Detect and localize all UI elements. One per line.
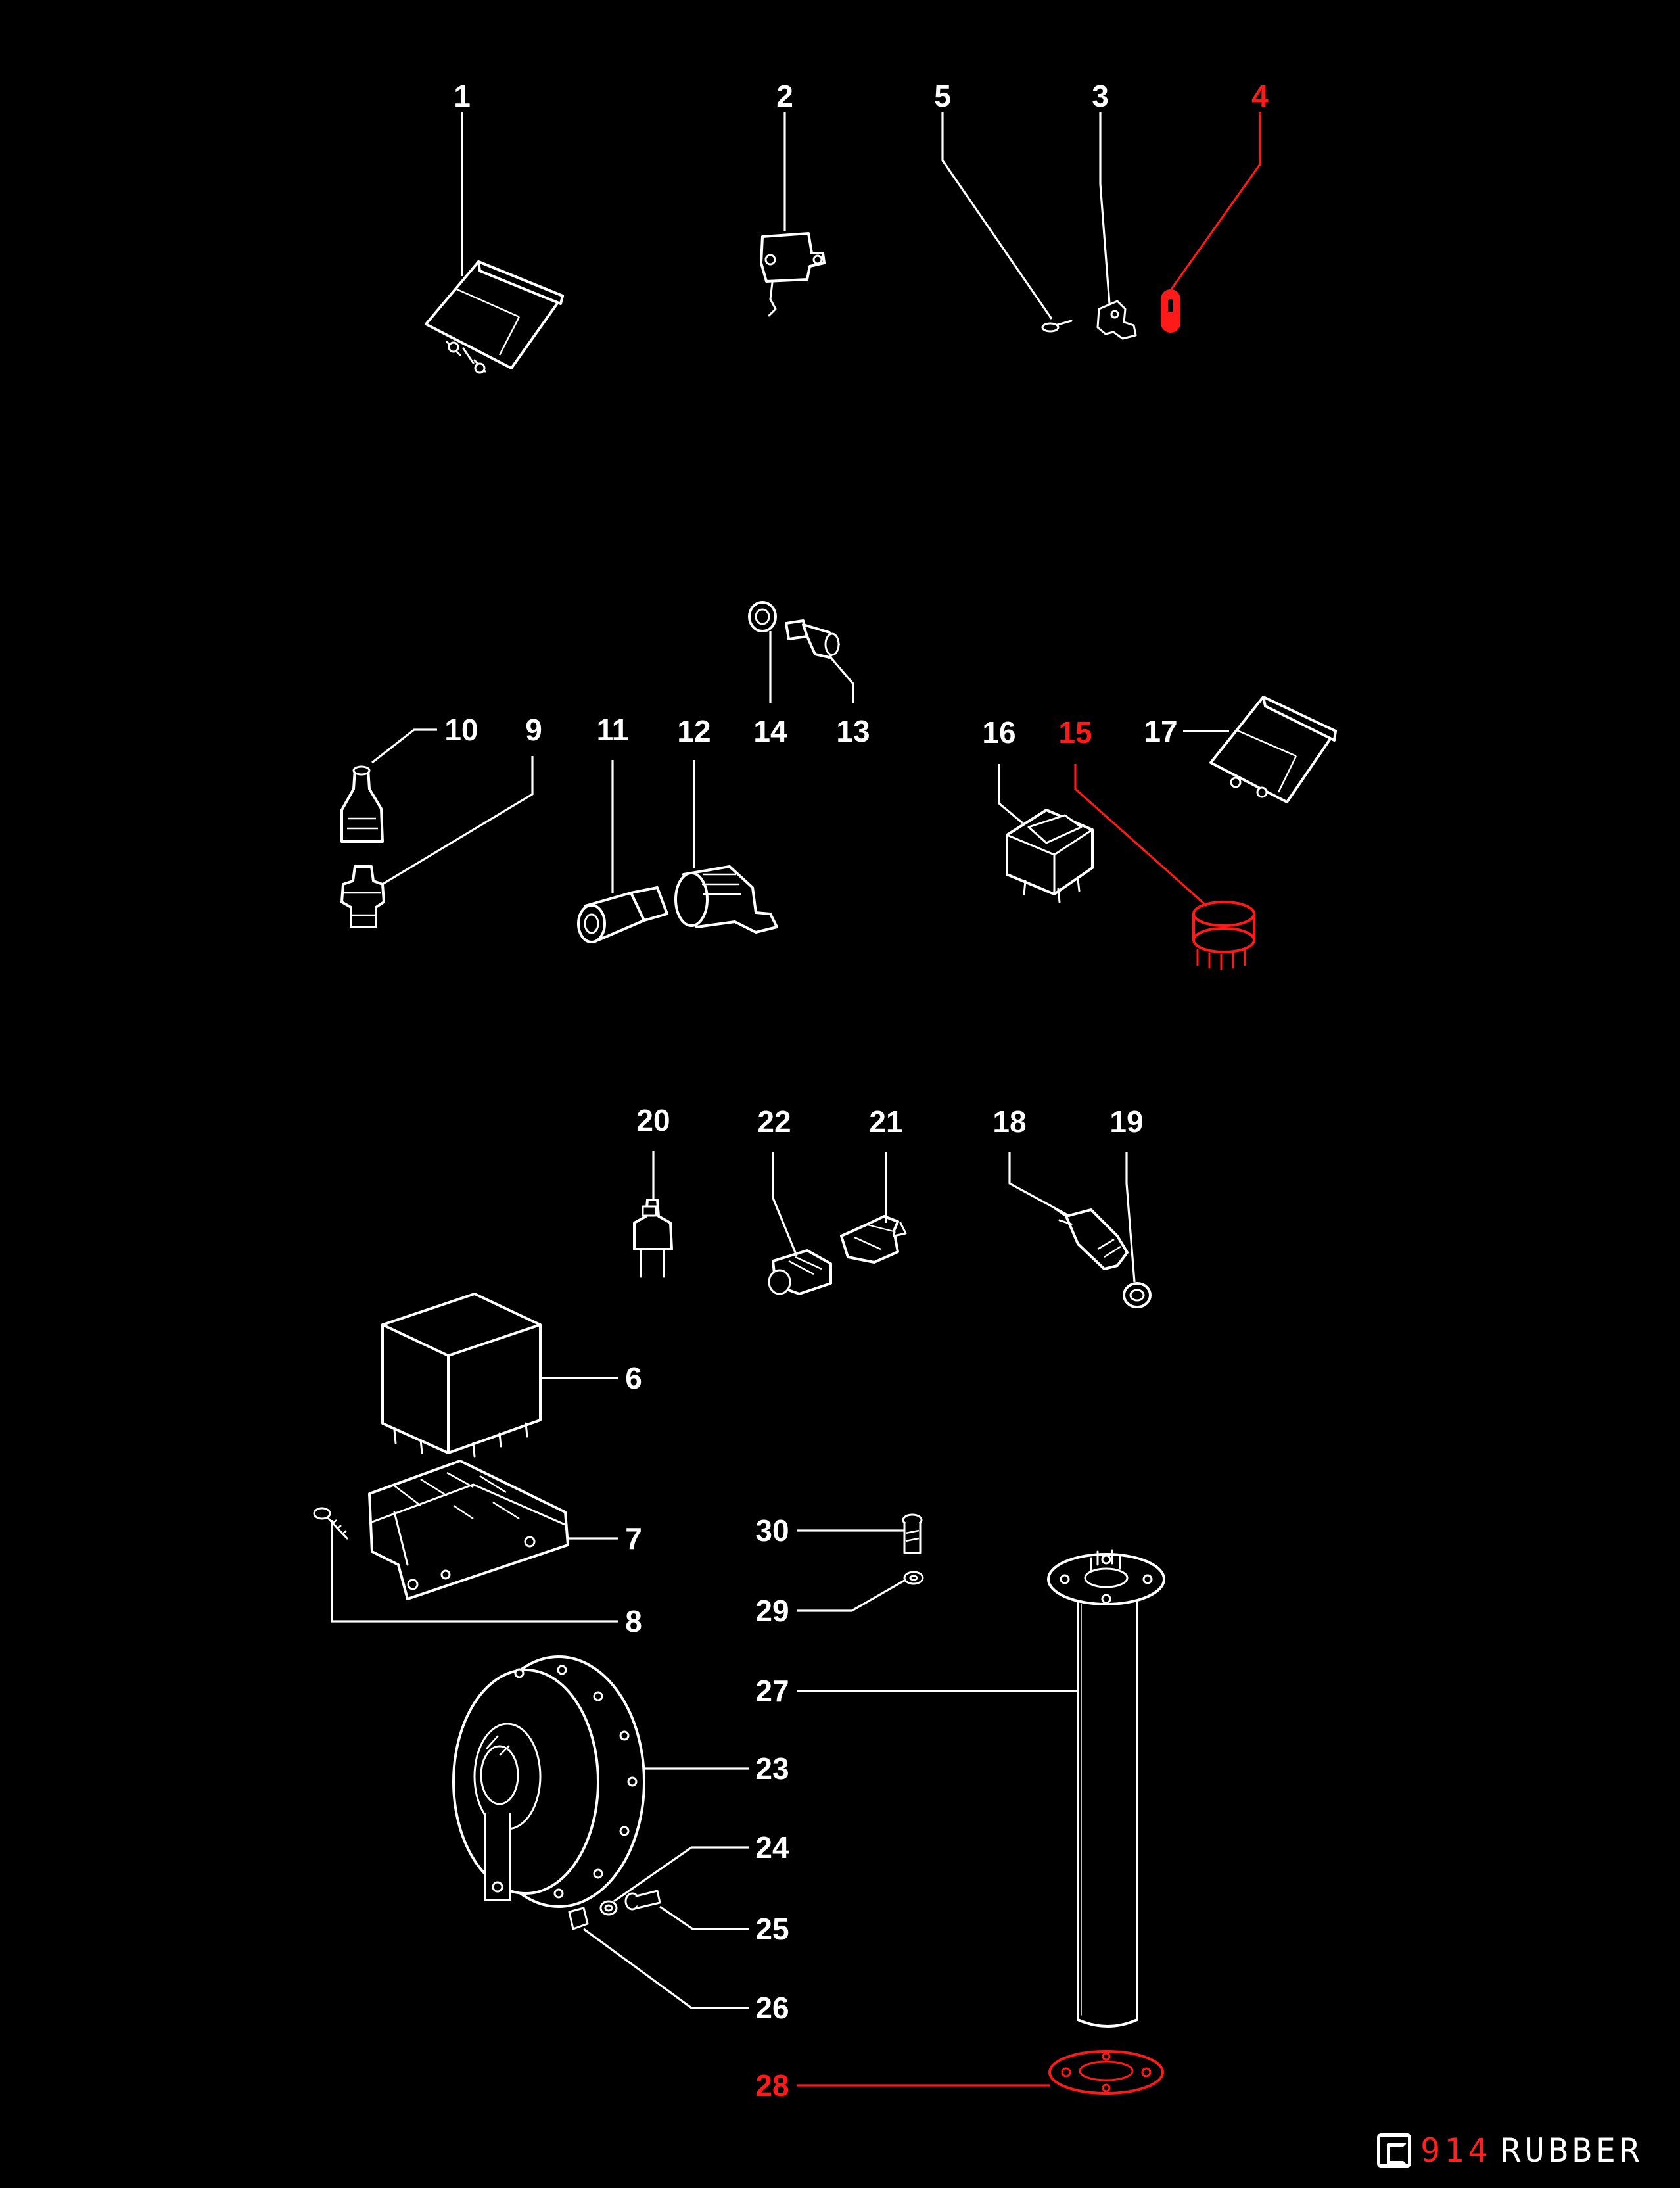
callout-18: 18 (992, 1105, 1026, 1139)
callout-24: 24 (755, 1830, 789, 1865)
leader-24 (613, 1846, 749, 1903)
callout-13: 13 (836, 714, 870, 748)
callout-2: 2 (776, 79, 793, 113)
leader-15 (1074, 764, 1208, 907)
callout-5: 5 (934, 79, 951, 113)
part-18-switch (1054, 1207, 1129, 1270)
part-24-washer (599, 1900, 618, 1916)
callout-27: 27 (755, 1674, 789, 1708)
leader-10 (371, 728, 437, 764)
leader-29 (797, 1579, 905, 1612)
part-21-switch (840, 1215, 907, 1264)
leader-26 (583, 1928, 749, 2009)
callout-1: 1 (454, 79, 471, 113)
part-6-relay (381, 1293, 542, 1458)
leader-25 (659, 1905, 749, 1930)
watermark-prefix: 914 (1420, 2131, 1492, 2170)
callout-23: 23 (755, 1751, 789, 1786)
part-20-switch (633, 1199, 673, 1278)
leader-4 (1170, 112, 1261, 290)
copyright-icon (1377, 2133, 1412, 2168)
callout-7: 7 (625, 1521, 642, 1556)
callout-12: 12 (677, 714, 711, 748)
part-19-washer (1123, 1282, 1152, 1308)
callout-20: 20 (636, 1103, 670, 1137)
leader-13 (828, 655, 854, 703)
part-26-nut (568, 1907, 589, 1930)
callout-26: 26 (755, 1991, 789, 2025)
watermark-suffix: RUBBER (1501, 2131, 1643, 2170)
callout-4: 4 (1251, 79, 1269, 113)
part-15-flasher (1192, 901, 1255, 970)
part-12-elbow (674, 865, 778, 934)
part-13-sender (785, 619, 840, 659)
callout-10: 10 (444, 713, 478, 747)
part-9-sender (340, 865, 385, 928)
part-16-relay (1006, 809, 1094, 903)
callout-14: 14 (753, 714, 787, 748)
part-3-clip (1096, 300, 1137, 340)
callout-22: 22 (757, 1105, 791, 1139)
callout-25: 25 (755, 1912, 789, 1946)
part-8-screw (313, 1507, 348, 1540)
callout-21: 21 (869, 1105, 902, 1139)
callout-29: 29 (755, 1594, 789, 1628)
part-14-washer (748, 601, 777, 632)
part-28-gasket (1048, 2050, 1164, 2095)
part-17-relay (1209, 696, 1337, 803)
leader-8 (331, 1520, 618, 1623)
leader-9 (381, 756, 534, 886)
callout-11: 11 (597, 713, 629, 747)
leader-5 (941, 112, 1053, 320)
callout-19: 19 (1109, 1105, 1143, 1139)
part-22-boot (768, 1249, 832, 1295)
leader-19 (1125, 1152, 1136, 1283)
part-2-bracket (760, 232, 826, 317)
part-11-fitting (577, 886, 668, 943)
callout-28: 28 (755, 2068, 789, 2103)
part-1-relay (425, 260, 564, 374)
callout-17: 17 (1144, 714, 1177, 748)
callout-3: 3 (1092, 79, 1109, 113)
part-10-boot (340, 765, 384, 843)
callout-30: 30 (755, 1513, 789, 1548)
part-7-base (368, 1460, 569, 1600)
leader-22 (772, 1152, 798, 1256)
callout-labels: 1 2 5 3 4 10 9 11 12 14 13 16 15 17 20 2… (444, 79, 1269, 2103)
callout-9: 9 (525, 713, 542, 747)
callout-16: 16 (982, 715, 1015, 749)
part-27-sender-tube (1047, 1549, 1165, 2028)
callout-6: 6 (625, 1361, 642, 1395)
leader-16 (998, 764, 1024, 824)
part-25-bolt (624, 1890, 661, 1911)
callout-8: 8 (625, 1604, 642, 1638)
leader-lines (331, 112, 1261, 2087)
part-23-horn (452, 1655, 645, 1908)
callout-15: 15 (1058, 715, 1092, 749)
part-4-pill (1161, 289, 1180, 333)
watermark: 914 RUBBER (1377, 2131, 1643, 2170)
leader-3 (1099, 112, 1111, 304)
part-5-screw (1041, 320, 1073, 333)
part-29-washer (903, 1571, 924, 1585)
leader-18 (1008, 1152, 1071, 1218)
part-30-bolt (902, 1513, 923, 1554)
